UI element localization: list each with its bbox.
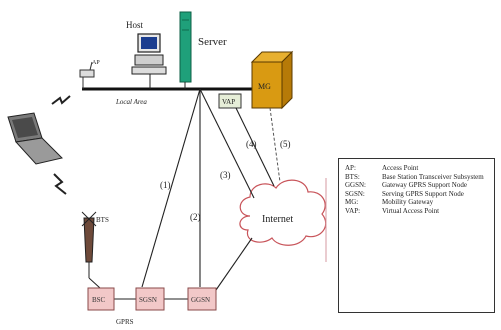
access-point-icon: [79, 61, 95, 89]
path-label-2: (2): [190, 212, 201, 222]
path-label-3: (3): [220, 170, 231, 180]
legend-row: VAP: Virtual Access Point: [345, 207, 490, 216]
legend-row: MG: Mobility Gateway: [345, 198, 490, 207]
legend-abbr: MG:: [345, 198, 359, 207]
sgsn-box: [135, 287, 165, 311]
legend-desc: Access Point: [382, 164, 419, 172]
wireless-link-bts: [53, 173, 67, 195]
ap-label: AP: [92, 60, 100, 66]
legend-abbr: VAP:: [345, 206, 361, 215]
ggsn-label: GGSN: [191, 296, 210, 304]
ggsn-internet-line: [215, 237, 253, 291]
gprs-core: [87, 287, 217, 311]
path-lines: [141, 88, 275, 288]
legend-row: BTS: Base Station Transceiver Subsystem: [345, 173, 490, 182]
server-icon: [179, 11, 192, 89]
legend-desc: Mobility Gateway: [382, 198, 434, 207]
bsc-box: [87, 287, 115, 311]
legend-abbr: AP:: [345, 164, 356, 172]
vap-box: [218, 93, 242, 109]
path-label-5: (5): [280, 139, 291, 149]
path-5-line: [269, 107, 281, 183]
legend-desc: Virtual Access Point: [382, 206, 440, 215]
legend-desc: Serving GPRS Support Node: [382, 189, 464, 198]
legend-row: GGSN: Gateway GPRS Support Node: [345, 181, 490, 190]
internet-label: Internet: [262, 214, 293, 225]
mobility-gateway-box: [250, 50, 294, 110]
mg-label: MG: [258, 82, 271, 91]
host-label: Host: [126, 20, 144, 30]
legend-desc: Base Station Transceiver Subsystem: [382, 172, 484, 181]
legend-row: SGSN: Serving GPRS Support Node: [345, 190, 490, 199]
path-label-1: (1): [160, 180, 171, 190]
gprs-label: GPRS: [116, 318, 134, 326]
bts-tower-icon: [81, 211, 101, 289]
internet-cloud: [239, 179, 327, 246]
legend-abbr: SGSN:: [345, 189, 365, 198]
laptop-icon: [7, 112, 63, 165]
legend-abbr: BTS:: [345, 172, 360, 181]
bts-label: BTS: [96, 216, 109, 224]
sgsn-label: SGSN: [139, 296, 157, 304]
server-label: Server: [198, 36, 227, 48]
path-label-4: (4): [246, 139, 257, 149]
host-computer-icon: [131, 33, 167, 89]
wireless-link-ap: [51, 95, 71, 105]
legend-box: AP: Access Point BTS: Base Station Trans…: [338, 158, 495, 313]
bsc-label: BSC: [92, 296, 106, 304]
legend-desc: Gateway GPRS Support Node: [382, 181, 467, 190]
local-area-label: Local Area: [115, 98, 147, 106]
vap-label: VAP: [222, 98, 235, 106]
legend-abbr: GGSN:: [345, 181, 367, 190]
ggsn-box: [187, 287, 217, 311]
legend-row: AP: Access Point: [345, 164, 490, 173]
